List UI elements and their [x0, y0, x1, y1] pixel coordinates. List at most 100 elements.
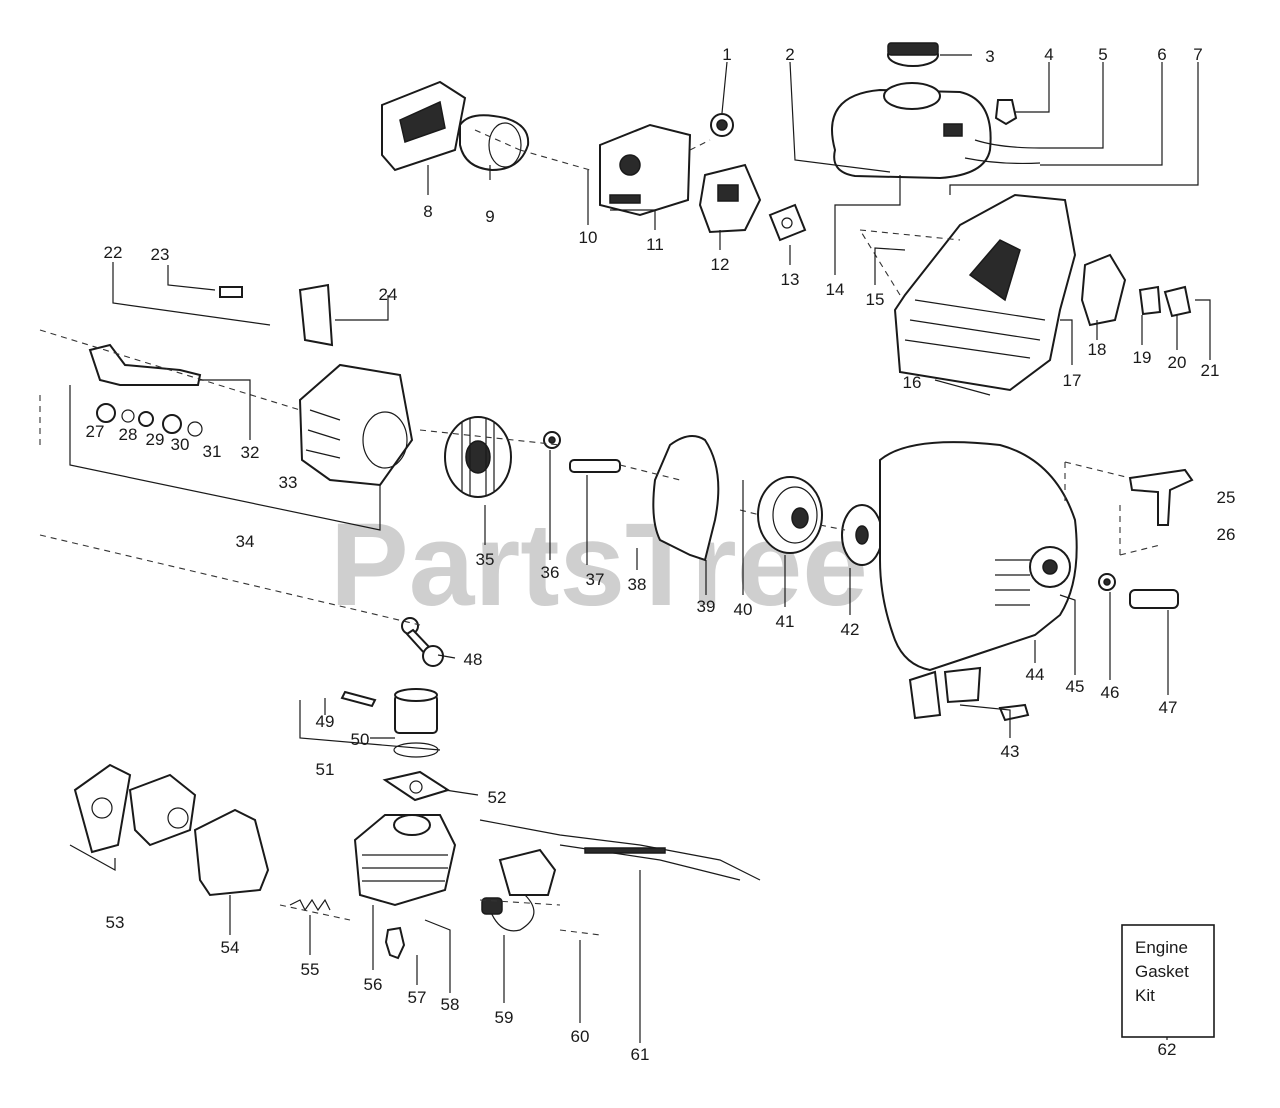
label-31[interactable]: 31	[203, 442, 222, 461]
label-9[interactable]: 9	[485, 207, 494, 226]
label-15[interactable]: 15	[866, 290, 885, 309]
fuel-filter[interactable]	[994, 99, 1018, 126]
label-52[interactable]: 52	[488, 788, 507, 807]
engine-gasket-kit-box[interactable]	[1121, 924, 1215, 1038]
cylinder-gasket[interactable]	[382, 770, 451, 802]
shroud-gasket[interactable]	[1080, 253, 1127, 327]
bracket-24[interactable]	[298, 283, 334, 347]
label-61[interactable]: 61	[631, 1045, 650, 1064]
label-21[interactable]: 21	[1201, 361, 1220, 380]
label-35[interactable]: 35	[476, 550, 495, 569]
label-2[interactable]: 2	[785, 45, 794, 64]
label-59[interactable]: 59	[495, 1008, 514, 1027]
label-44[interactable]: 44	[1026, 665, 1045, 684]
label-42[interactable]: 42	[841, 620, 860, 639]
clip-23[interactable]	[219, 286, 243, 298]
engine-shroud[interactable]	[893, 193, 1077, 392]
label-48[interactable]: 48	[464, 650, 483, 669]
plate-19[interactable]	[1138, 285, 1162, 316]
label-12[interactable]: 12	[711, 255, 730, 274]
label-19[interactable]: 19	[1133, 348, 1152, 367]
muffler-gasket[interactable]	[193, 808, 270, 897]
fuel-cap[interactable]	[887, 42, 939, 67]
label-11[interactable]: 11	[646, 235, 664, 254]
drive-shaft[interactable]	[88, 343, 202, 386]
starter-handle[interactable]	[1128, 468, 1194, 526]
fuel-tank[interactable]	[831, 88, 992, 180]
label-16[interactable]: 16	[903, 373, 922, 392]
label-30[interactable]: 30	[171, 435, 190, 454]
clip-28[interactable]	[121, 409, 135, 423]
label-33[interactable]: 33	[279, 473, 298, 492]
label-3[interactable]: 3	[985, 47, 994, 66]
clutch-housing[interactable]	[298, 363, 414, 487]
carb-bracket[interactable]	[599, 123, 692, 217]
piston-pin[interactable]	[340, 690, 377, 708]
label-47[interactable]: 47	[1159, 698, 1178, 717]
label-56[interactable]: 56	[364, 975, 383, 994]
piston[interactable]	[393, 688, 439, 758]
label-38[interactable]: 38	[628, 575, 647, 594]
throttle-cable[interactable]	[479, 819, 761, 881]
label-23[interactable]: 23	[151, 245, 170, 264]
muffler[interactable]	[73, 763, 197, 854]
starter-pulley[interactable]	[757, 476, 823, 554]
label-10[interactable]: 10	[579, 228, 598, 247]
label-39[interactable]: 39	[697, 597, 716, 616]
label-62[interactable]: 62	[1158, 1040, 1177, 1059]
carb-gasket[interactable]	[768, 203, 807, 242]
label-49[interactable]: 49	[316, 712, 335, 731]
cylinder[interactable]	[353, 814, 457, 907]
fuel-line-6[interactable]	[964, 157, 1041, 165]
label-40[interactable]: 40	[734, 600, 753, 619]
label-1[interactable]: 1	[722, 45, 731, 64]
label-51[interactable]: 51	[316, 760, 335, 779]
starter-housing[interactable]	[879, 441, 1078, 672]
bearing-27[interactable]	[96, 403, 116, 423]
label-27[interactable]: 27	[86, 422, 105, 441]
label-50[interactable]: 50	[351, 730, 370, 749]
label-6[interactable]: 6	[1157, 45, 1166, 64]
label-55[interactable]: 55	[301, 960, 320, 979]
label-54[interactable]: 54	[221, 938, 240, 957]
label-20[interactable]: 20	[1168, 353, 1187, 372]
recoil-spring[interactable]	[652, 435, 720, 562]
label-29[interactable]: 29	[146, 430, 165, 449]
label-14[interactable]: 14	[826, 280, 845, 299]
label-4[interactable]: 4	[1044, 45, 1053, 64]
label-22[interactable]: 22	[104, 243, 123, 262]
flywheel[interactable]	[444, 416, 512, 498]
bearing-30[interactable]	[162, 414, 182, 434]
washer-29[interactable]	[138, 411, 154, 427]
label-13[interactable]: 13	[781, 270, 800, 289]
label-41[interactable]: 41	[776, 612, 795, 631]
label-43[interactable]: 43	[1001, 742, 1020, 761]
label-18[interactable]: 18	[1088, 340, 1107, 359]
label-57[interactable]: 57	[408, 988, 427, 1007]
primer-bulb[interactable]	[710, 113, 734, 137]
label-53[interactable]: 53	[106, 913, 125, 932]
label-17[interactable]: 17	[1063, 371, 1082, 390]
label-32[interactable]: 32	[241, 443, 260, 462]
spark-plug[interactable]	[384, 926, 406, 960]
spring-55[interactable]	[289, 898, 331, 912]
label-24[interactable]: 24	[379, 285, 398, 304]
label-46[interactable]: 46	[1101, 683, 1120, 702]
label-8[interactable]: 8	[423, 202, 432, 221]
label-36[interactable]: 36	[541, 563, 560, 582]
label-7[interactable]: 7	[1193, 45, 1202, 64]
fuel-line-5[interactable]	[974, 139, 1041, 149]
label-60[interactable]: 60	[571, 1027, 590, 1046]
pawl-disc[interactable]	[841, 504, 883, 566]
clip-31[interactable]	[187, 421, 203, 437]
label-45[interactable]: 45	[1066, 677, 1085, 696]
sleeve-47[interactable]	[1129, 589, 1179, 609]
ignition-module[interactable]	[481, 848, 557, 932]
label-34[interactable]: 34	[236, 532, 255, 551]
spacer-37[interactable]	[569, 459, 621, 473]
label-58[interactable]: 58	[441, 995, 460, 1014]
label-37[interactable]: 37	[586, 570, 605, 589]
air-filter[interactable]	[459, 114, 530, 172]
plate-20[interactable]	[1163, 285, 1192, 318]
part-43[interactable]	[998, 703, 1030, 722]
